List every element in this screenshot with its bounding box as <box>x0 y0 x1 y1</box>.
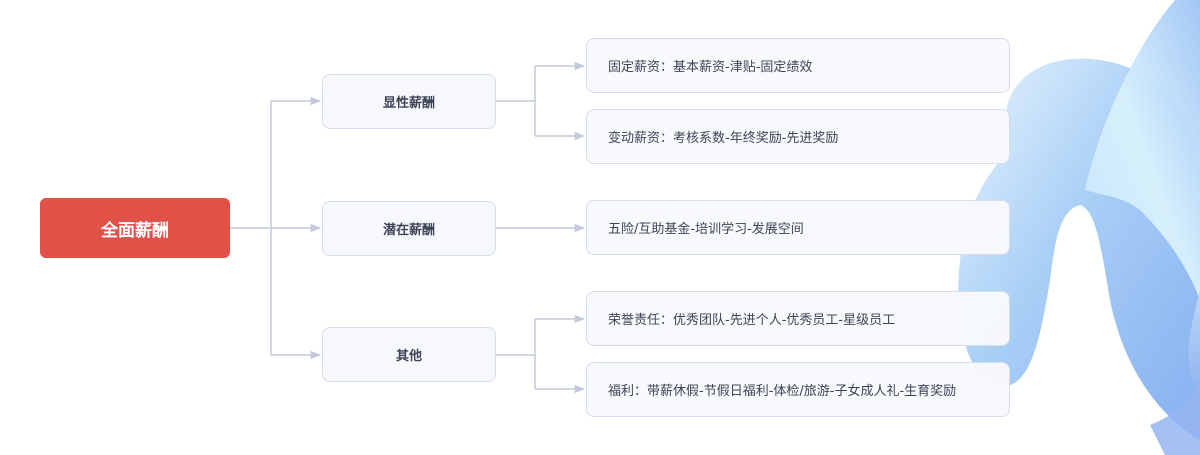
leaf-node-honors: 荣誉责任：优秀团队-先进个人-优秀员工-星级员工 <box>586 291 1010 346</box>
leaf-node-label: 福利：带薪休假-节假日福利-体检/旅游-子女成人礼-生育奖励 <box>608 384 957 399</box>
branch-node-explicit-pay: 显性薪酬 <box>322 74 496 129</box>
branch-node-label: 其他 <box>395 349 422 364</box>
root-node-label: 全面薪酬 <box>101 220 169 241</box>
leaf-node-label: 固定薪资：基本薪资-津贴-固定绩效 <box>608 60 813 75</box>
branch-node-other: 其他 <box>322 327 496 382</box>
branch-node-label: 潜在薪酬 <box>382 223 435 238</box>
leaf-node-variable-salary: 变动薪资：考核系数-年终奖励-先进奖励 <box>586 109 1010 164</box>
leaf-node-insurance-training: 五险/互助基金-培训学习-发展空间 <box>586 200 1010 255</box>
leaf-node-label: 五险/互助基金-培训学习-发展空间 <box>608 222 804 237</box>
leaf-node-label: 变动薪资：考核系数-年终奖励-先进奖励 <box>608 131 839 146</box>
root-node: 全面薪酬 <box>40 198 230 258</box>
branch-node-label: 显性薪酬 <box>382 96 435 111</box>
branch-node-potential-pay: 潜在薪酬 <box>322 201 496 256</box>
leaf-node-label: 荣誉责任：优秀团队-先进个人-优秀员工-星级员工 <box>608 313 896 328</box>
leaf-node-fixed-salary: 固定薪资：基本薪资-津贴-固定绩效 <box>586 38 1010 93</box>
leaf-node-benefits: 福利：带薪休假-节假日福利-体检/旅游-子女成人礼-生育奖励 <box>586 362 1010 417</box>
